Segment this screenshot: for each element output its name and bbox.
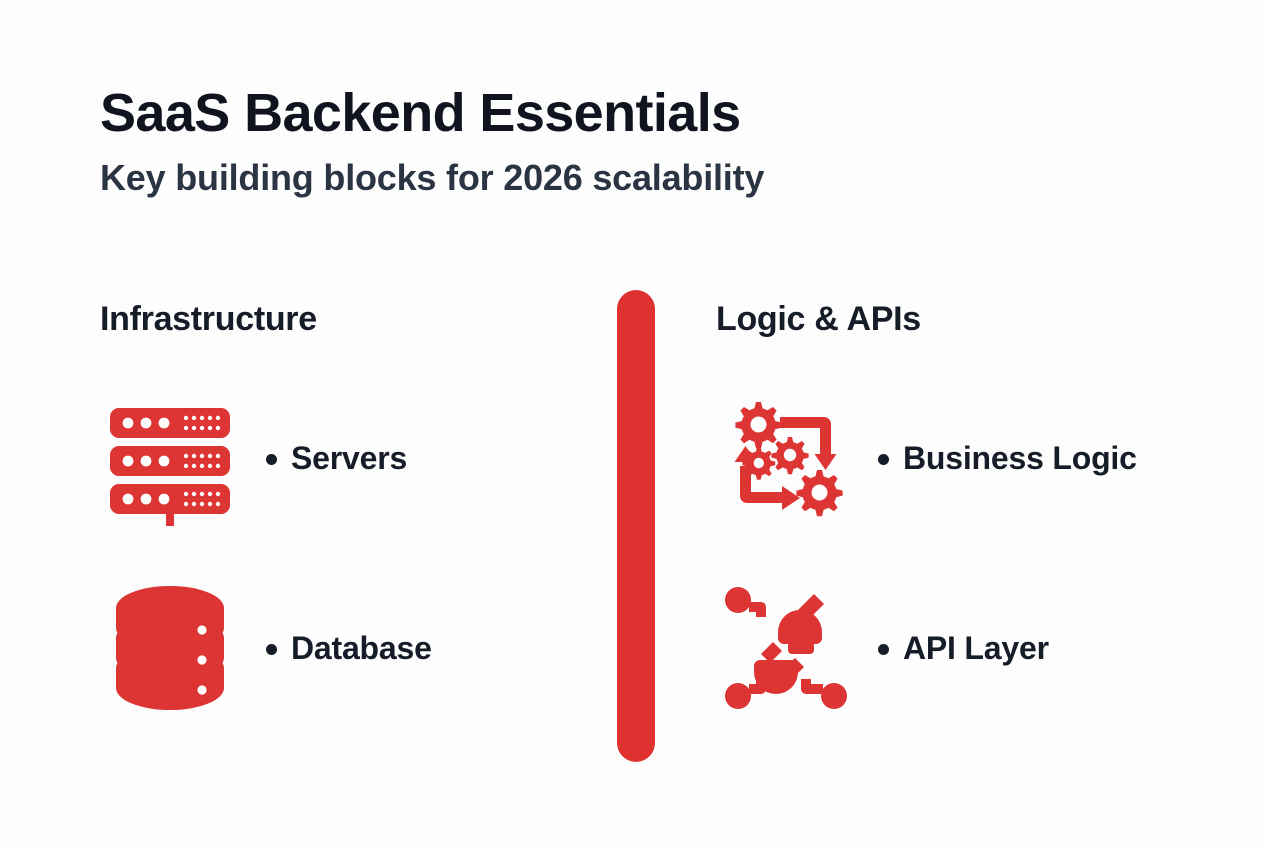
column-infrastructure: Infrastructure <box>100 288 600 768</box>
database-cylinder-icon <box>100 578 240 718</box>
bullet-icon <box>266 453 277 465</box>
column-heading-infrastructure: Infrastructure <box>100 300 317 338</box>
list-item-database: Database <box>100 578 432 718</box>
list-item-label: Servers <box>291 439 408 476</box>
list-item-label-wrapper: Servers <box>266 440 407 477</box>
list-item-business-logic: Business Logic <box>716 388 1137 528</box>
server-rack-icon <box>100 388 240 528</box>
header: SaaS Backend Essentials Key building blo… <box>100 84 1160 198</box>
vertical-divider <box>617 290 655 762</box>
gears-workflow-icon <box>716 388 856 528</box>
list-item-label: API Layer <box>903 629 1049 666</box>
page-subtitle: Key building blocks for 2026 scalability <box>100 157 765 199</box>
bullet-icon <box>878 453 889 465</box>
bullet-icon <box>878 643 889 655</box>
column-logic-apis: Logic & APIs <box>716 288 1216 768</box>
list-item-label-wrapper: Business Logic <box>878 440 1137 477</box>
list-item-label-wrapper: Database <box>266 630 432 667</box>
list-item-servers: Servers <box>100 388 407 528</box>
plug-socket-network-icon <box>716 578 856 718</box>
list-item-label-wrapper: API Layer <box>878 630 1049 667</box>
columns-container: Infrastructure <box>0 288 1264 768</box>
list-item-label: Database <box>291 629 432 666</box>
bullet-icon <box>266 643 277 655</box>
page-title: SaaS Backend Essentials <box>100 83 741 143</box>
list-item-api-layer: API Layer <box>716 578 1049 718</box>
list-item-label: Business Logic <box>903 439 1137 476</box>
column-heading-logic-apis: Logic & APIs <box>716 300 921 338</box>
